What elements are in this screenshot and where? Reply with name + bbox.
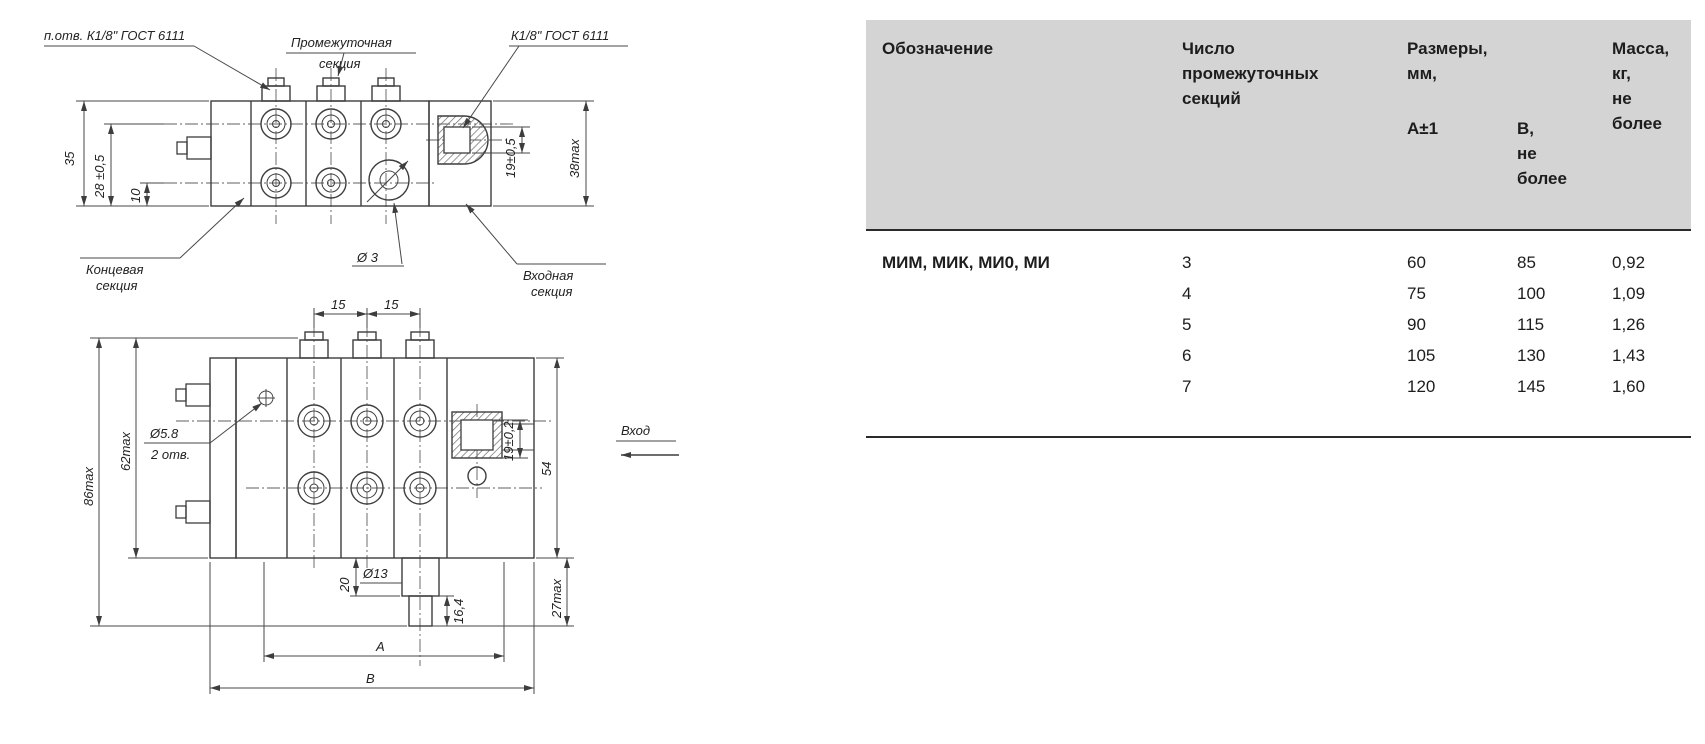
table-row: 6 105 130 1,43 xyxy=(866,340,1691,371)
front-view-centerlines xyxy=(176,324,554,666)
callout-tap-holes: п.отв. К1/8" ГОСТ 6111 xyxy=(44,28,185,43)
spec-table-header: Обозначение Число промежуточных секций Р… xyxy=(866,20,1691,231)
spec-table-body: МИМ, МИК, МИ0, МИ 3 60 85 0,92 4 75 100 … xyxy=(866,231,1691,438)
col-header-designation: Обозначение xyxy=(882,39,994,58)
cell-sections: 3 xyxy=(1182,253,1192,272)
dim-pitch-2-label: 15 xyxy=(384,297,399,312)
col-header-dim-a: А±1 xyxy=(1407,119,1439,138)
dim-35-label: 35 xyxy=(62,151,77,166)
spec-table: Обозначение Число промежуточных секций Р… xyxy=(866,20,1691,438)
designation-value-empty xyxy=(866,309,1166,340)
mount-bolt-top-icon xyxy=(175,383,211,407)
dim-38max-label: 38max xyxy=(567,138,582,178)
dim-stem-dia-label: Ø13 xyxy=(362,566,388,581)
dim-28-label: 28 ±0,5 xyxy=(92,154,107,199)
cell-dim-b: 145 xyxy=(1517,377,1546,396)
cell-mass: 1,09 xyxy=(1612,284,1646,303)
cell-sections: 4 xyxy=(1182,284,1192,303)
table-row: 4 75 100 1,09 xyxy=(866,278,1691,309)
col-header-dim-b: В, не более xyxy=(1517,119,1567,188)
table-row: МИМ, МИК, МИ0, МИ 3 60 85 0,92 xyxy=(866,247,1691,278)
dim-16-label: 16,4 xyxy=(451,599,466,624)
cell-sections: 5 xyxy=(1182,315,1192,334)
cell-mass: 1,60 xyxy=(1612,377,1646,396)
callout-intermediate-section-line1: Промежуточная xyxy=(291,35,392,50)
callout-end-section-line1: Концевая xyxy=(86,262,143,277)
cell-sections: 6 xyxy=(1182,346,1192,365)
col-header-dimensions: Размеры, мм, xyxy=(1407,39,1488,83)
dim-pitch-1-label: 15 xyxy=(331,297,346,312)
dim-86max-label: 86max xyxy=(81,466,96,506)
dim-10-label: 10 xyxy=(128,188,143,203)
inlet-flow-annotation: Вход xyxy=(616,423,679,458)
cell-sections: 7 xyxy=(1182,377,1192,396)
callout-intermediate-section-line2: секция xyxy=(319,56,361,71)
callout-hole-dia-label: Ø5.8 xyxy=(149,426,179,441)
designation-value-empty xyxy=(866,371,1166,402)
col-header-mass: Масса, кг, не более xyxy=(1612,39,1670,133)
cell-dim-a: 60 xyxy=(1407,253,1426,272)
col-header-sections: Число промежуточных секций xyxy=(1182,39,1319,108)
technical-drawing-pane: 35 28 ±0,5 10 19±0,5 38max xyxy=(0,0,774,735)
table-row: 5 90 115 1,26 xyxy=(866,309,1691,340)
inlet-label: Вход xyxy=(621,423,650,438)
callout-inlet-section-line1: Входная xyxy=(523,268,573,283)
end-bolt-icon xyxy=(176,136,212,160)
top-view-block xyxy=(176,77,492,207)
cell-dim-a: 105 xyxy=(1407,346,1436,365)
designation-value-empty xyxy=(866,278,1166,309)
dim-19-02-label: 19±0,2 xyxy=(501,421,516,461)
top-view: 35 28 ±0,5 10 19±0,5 38max xyxy=(44,28,628,299)
callout-inlet-section-line2: секция xyxy=(531,284,573,299)
cell-dim-b: 85 xyxy=(1517,253,1536,272)
dim-20-label: 20 xyxy=(337,577,352,593)
front-view-block xyxy=(175,331,535,627)
front-view: 15 15 86max 62max Ø5.8 2 отв. xyxy=(81,297,679,694)
cell-mass: 1,43 xyxy=(1612,346,1646,365)
drawing-canvas: 35 28 ±0,5 10 19±0,5 38max xyxy=(44,28,679,694)
dim-B-label: В xyxy=(366,671,375,686)
dim-62max-label: 62max xyxy=(118,431,133,471)
dim-27max-label: 27max xyxy=(549,578,564,619)
cell-dim-a: 90 xyxy=(1407,315,1426,334)
mount-bolt-bottom-icon xyxy=(175,500,211,524)
cell-mass: 1,26 xyxy=(1612,315,1646,334)
dim-19-05-label: 19±0,5 xyxy=(503,138,518,178)
spec-table-pane: Обозначение Число промежуточных секций Р… xyxy=(866,0,1696,438)
cell-dim-b: 130 xyxy=(1517,346,1546,365)
cell-mass: 0,92 xyxy=(1612,253,1646,272)
dim-54-label: 54 xyxy=(539,462,554,476)
dim-A-label: А xyxy=(375,639,385,654)
table-row: 7 120 145 1,60 xyxy=(866,371,1691,402)
designation-value: МИМ, МИК, МИ0, МИ xyxy=(882,253,1050,272)
cell-dim-b: 100 xyxy=(1517,284,1546,303)
cell-dim-a: 120 xyxy=(1407,377,1436,396)
cell-dim-b: 115 xyxy=(1517,315,1545,334)
cell-dim-a: 75 xyxy=(1407,284,1426,303)
top-view-callouts: п.отв. К1/8" ГОСТ 6111 Промежуточная сек… xyxy=(44,28,628,299)
callout-inlet-thread: К1/8" ГОСТ 6111 xyxy=(511,28,609,43)
callout-end-section-line2: секция xyxy=(96,278,138,293)
callout-orifice-dia: Ø 3 xyxy=(356,250,379,265)
callout-hole-count-label: 2 отв. xyxy=(150,447,190,462)
top-view-dimensions: 35 28 ±0,5 10 19±0,5 38max xyxy=(62,100,594,207)
designation-value-empty xyxy=(866,340,1166,371)
front-view-dimensions: 15 15 86max 62max Ø5.8 2 отв. xyxy=(81,297,574,694)
